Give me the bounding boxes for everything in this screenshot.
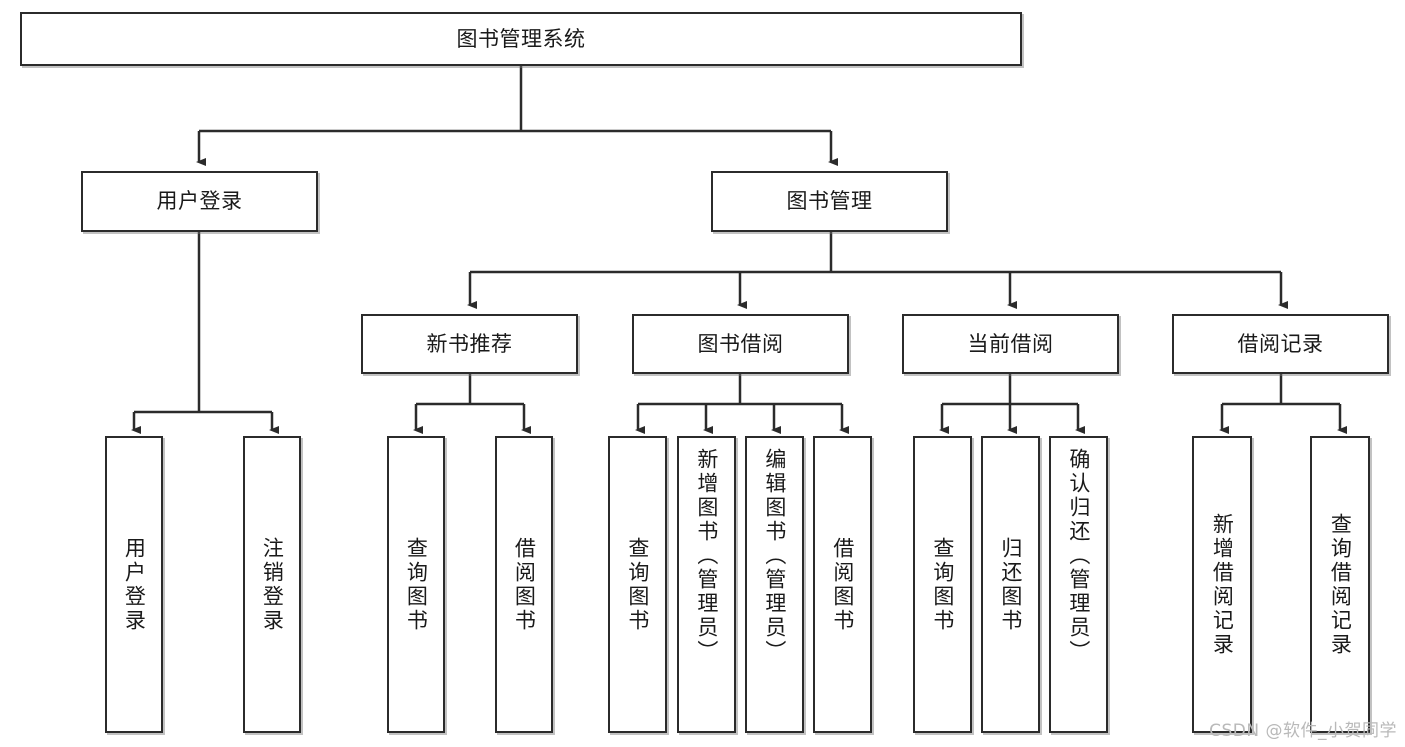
leaf-return-book[interactable]: 归还图书 — [981, 436, 1040, 733]
node-label: 新增借阅记录 — [1210, 512, 1235, 657]
leaf-borrow-book[interactable]: 借阅图书 — [813, 436, 872, 733]
leaf-add-book-admin[interactable]: 新增图书（管理员） — [677, 436, 736, 733]
node-label: 用户登录 — [122, 536, 147, 633]
node-label: 编辑图书（管理员） — [762, 448, 787, 664]
node-new-book-recommend[interactable]: 新书推荐 — [361, 314, 578, 374]
node-label: 查询图书 — [625, 536, 650, 633]
node-label: 确认归还（管理员） — [1066, 448, 1091, 664]
node-label: 图书借阅 — [697, 331, 784, 356]
leaf-edit-book-admin[interactable]: 编辑图书（管理员） — [745, 436, 804, 733]
node-label: 当前借阅 — [967, 331, 1054, 356]
node-label: 借阅记录 — [1237, 331, 1324, 356]
node-label: 归还图书 — [998, 536, 1023, 633]
leaf-query-book-borrow[interactable]: 查询图书 — [608, 436, 667, 733]
node-label: 注销登录 — [260, 536, 285, 633]
node-label: 查询图书 — [930, 536, 955, 633]
node-label: 用户登录 — [156, 189, 243, 214]
leaf-query-book-recommend[interactable]: 查询图书 — [387, 436, 445, 733]
node-book-borrow[interactable]: 图书借阅 — [632, 314, 849, 374]
node-label: 查询图书 — [404, 536, 429, 633]
leaf-query-book-current[interactable]: 查询图书 — [913, 436, 972, 733]
leaf-add-borrow-record[interactable]: 新增借阅记录 — [1192, 436, 1252, 733]
node-book-management[interactable]: 图书管理 — [711, 171, 948, 232]
node-label: 查询借阅记录 — [1328, 512, 1353, 657]
node-user-login[interactable]: 用户登录 — [81, 171, 318, 232]
leaf-query-borrow-record[interactable]: 查询借阅记录 — [1310, 436, 1370, 733]
watermark: CSDN @软件_小贺同学 — [1209, 721, 1397, 741]
leaf-logout[interactable]: 注销登录 — [243, 436, 301, 733]
leaf-confirm-return-admin[interactable]: 确认归还（管理员） — [1049, 436, 1108, 733]
node-current-borrow[interactable]: 当前借阅 — [902, 314, 1119, 374]
node-label: 新增图书（管理员） — [694, 448, 719, 664]
node-borrow-record[interactable]: 借阅记录 — [1172, 314, 1389, 374]
leaf-user-login[interactable]: 用户登录 — [105, 436, 163, 733]
node-label: 借阅图书 — [830, 536, 855, 633]
node-root-book-management-system[interactable]: 图书管理系统 — [20, 12, 1022, 66]
node-label: 图书管理系统 — [456, 26, 586, 51]
node-label: 新书推荐 — [426, 331, 513, 356]
leaf-borrow-book-recommend[interactable]: 借阅图书 — [495, 436, 553, 733]
node-label: 图书管理 — [786, 189, 873, 214]
node-label: 借阅图书 — [512, 536, 537, 633]
